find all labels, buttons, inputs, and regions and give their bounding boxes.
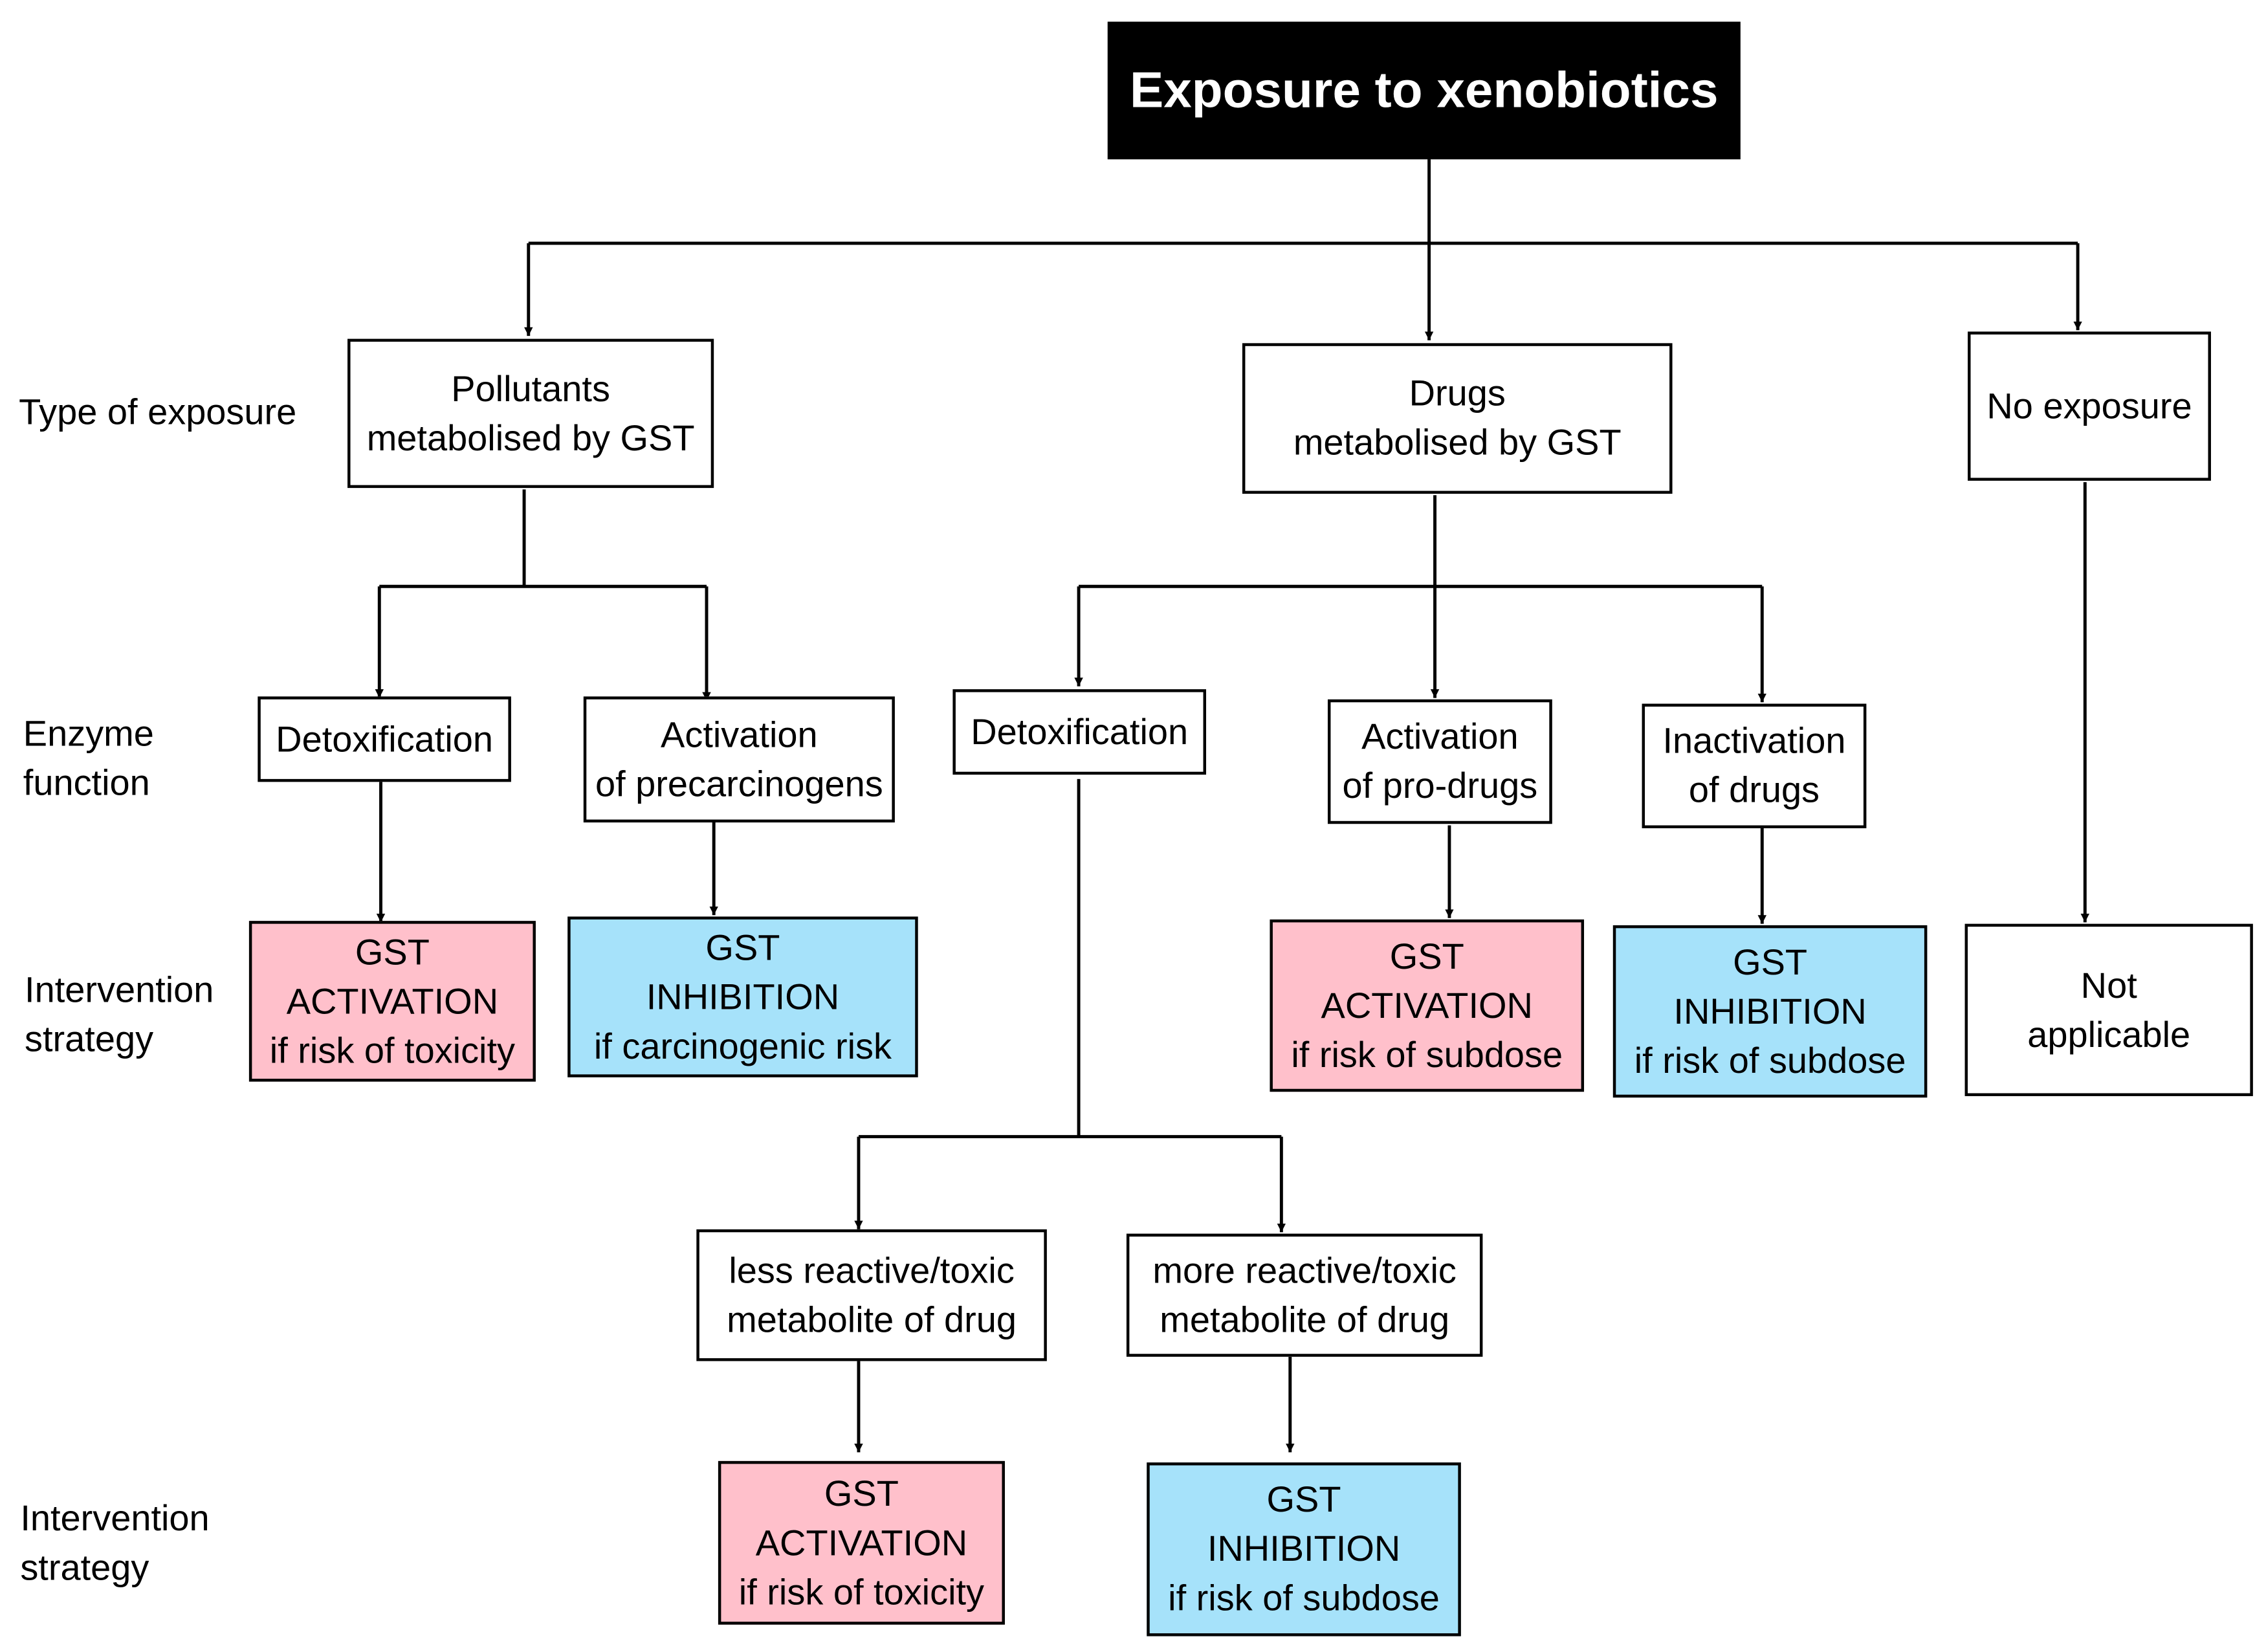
pollutant-detoxification-box: Detoxification <box>258 696 511 782</box>
gst-activation-toxicity-box: GST ACTIVATION if risk of toxicity <box>248 921 536 1082</box>
diagram-title: Exposure to xenobiotics <box>1130 61 1719 118</box>
row-label-intervention-strategy-metabolite: Intervention strategy <box>20 1499 210 1589</box>
row-label-type-of-exposure: Type of exposure <box>19 392 297 434</box>
prodrug-activation-box: Activation of pro-drugs <box>1327 699 1552 824</box>
gst-inhibition-carcinogenic-box: GST INHIBITION if carcinogenic risk <box>567 916 918 1077</box>
no-exposure-box: No exposure <box>1968 331 2211 481</box>
precarcinogen-activation-box: Activation of precarcinogens <box>583 696 895 823</box>
row-label-enzyme-function: Enzyme function <box>23 714 154 804</box>
drug-detoxification-box: Detoxification <box>952 689 1207 775</box>
title-box: Exposure to xenobiotics <box>1107 21 1741 160</box>
gst-activation-subdose-box: GST ACTIVATION if risk of subdose <box>1270 919 1585 1092</box>
more-reactive-metabolite-box: more reactive/toxic metabolite of drug <box>1126 1233 1483 1357</box>
pollutants-box: Pollutants metabolised by GST <box>347 338 714 489</box>
not-applicable-box: Not applicable <box>1964 923 2253 1096</box>
row-label-intervention-strategy: Intervention strategy <box>25 970 214 1060</box>
less-reactive-metabolite-box: less reactive/toxic metabolite of drug <box>696 1229 1047 1361</box>
drug-inactivation-box: Inactivation of drugs <box>1642 703 1867 828</box>
gst-inhibition-subdose-metabolite-box: GST INHIBITION if risk of subdose <box>1147 1462 1461 1636</box>
gst-activation-toxicity-metabolite-box: GST ACTIVATION if risk of toxicity <box>718 1460 1005 1625</box>
drugs-box: Drugs metabolised by GST <box>1242 343 1673 494</box>
gst-inhibition-subdose-box: GST INHIBITION if risk of subdose <box>1612 925 1928 1098</box>
